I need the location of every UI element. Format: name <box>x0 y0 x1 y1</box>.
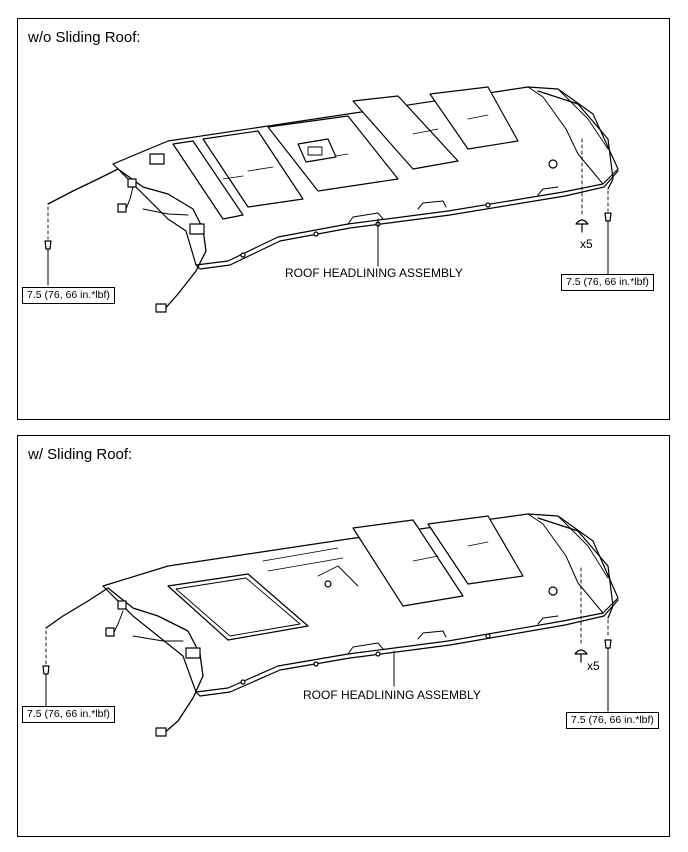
pad-1 <box>172 140 244 220</box>
headlining-flange <box>195 170 619 270</box>
pad-2 <box>427 515 524 585</box>
left-screw <box>42 630 50 707</box>
connector <box>155 727 167 737</box>
right-screw <box>604 190 612 275</box>
left-screw <box>44 206 52 286</box>
torque-spec-left: 7.5 (76, 66 in.*lbf) <box>22 287 115 304</box>
quantity-label: x5 <box>580 237 593 251</box>
panel-title: w/ Sliding Roof: <box>28 446 133 463</box>
torque-spec-right: 7.5 (76, 66 in.*lbf) <box>561 274 654 291</box>
pad-2 <box>202 130 304 208</box>
pad-1 <box>352 519 464 607</box>
pad-4 <box>352 95 459 170</box>
torque-spec-left: 7.5 (76, 66 in.*lbf) <box>22 706 115 723</box>
edge-detail <box>347 186 559 225</box>
panel-without-sliding-roof: w/o Sliding Roof: <box>17 18 670 420</box>
right-screw <box>604 619 612 712</box>
headlining-drawing <box>42 513 619 737</box>
right-clip <box>574 567 588 663</box>
torque-spec-right: 7.5 (76, 66 in.*lbf) <box>566 712 659 729</box>
part-label: ROOF HEADLINING ASSEMBLY <box>285 266 463 280</box>
panel-title: w/o Sliding Roof: <box>28 29 141 46</box>
headlining-flange <box>195 599 619 697</box>
quantity-label: x5 <box>587 659 600 673</box>
sliding-roof-opening <box>167 573 309 641</box>
panel-with-sliding-roof: w/ Sliding Roof: <box>17 435 670 837</box>
right-clip <box>575 138 589 233</box>
part-label: ROOF HEADLINING ASSEMBLY <box>303 688 481 702</box>
connector <box>155 303 167 313</box>
headlining-drawing <box>44 86 619 313</box>
